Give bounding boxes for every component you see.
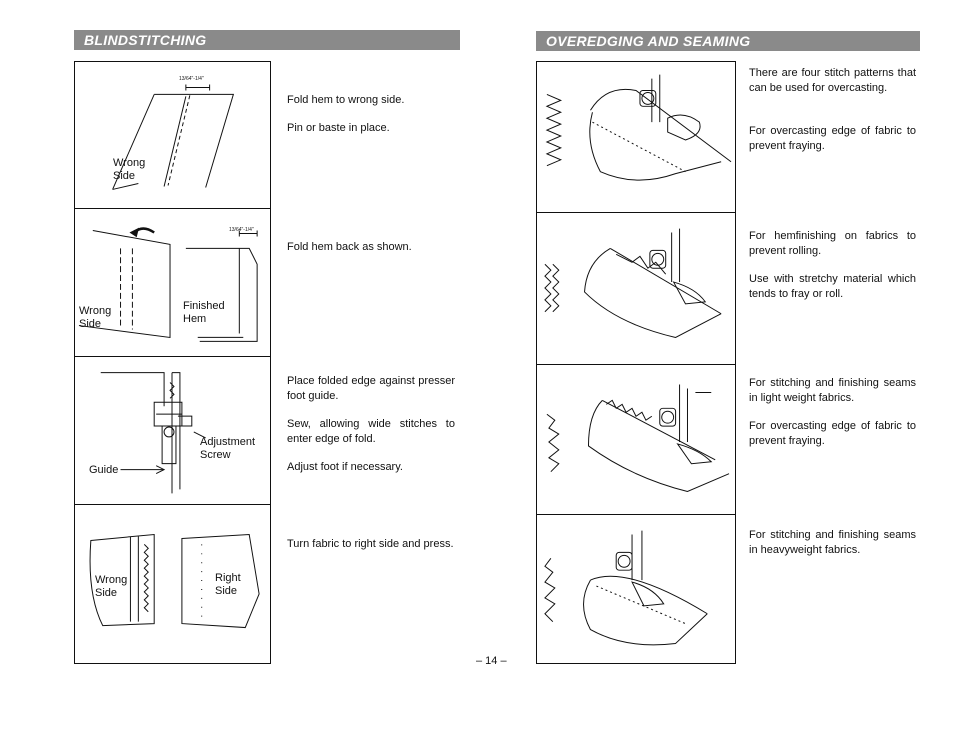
overedging-illustrations: [536, 61, 736, 664]
overedging-step-4-text: For stitching and finishing seams in hea…: [749, 528, 916, 571]
illustration-fold-hem: 13/64"-1/4" Wrong Side: [75, 62, 270, 209]
instruction: For stitching and finishing seams in hea…: [749, 529, 916, 556]
illustration-presser-foot: Adjustment Screw Guide: [75, 356, 270, 505]
illustration-overcast-1: [537, 62, 735, 213]
measure-label: 13/64"-1/4": [179, 76, 204, 82]
instruction: Fold hem to wrong side.: [287, 94, 405, 106]
illustration-overcast-2: [537, 212, 735, 365]
blindstitching-illustrations: 13/64"-1/4" Wrong Side 13/64"-1/4" Wrong…: [74, 61, 271, 664]
instruction: Place folded edge against presser foot g…: [287, 375, 455, 402]
finished-hem-label: Finished Hem: [183, 300, 225, 325]
overedging-step-2-text: For hemfinishing on fabrics to prevent r…: [749, 229, 916, 315]
instruction: There are four stitch patterns that can …: [749, 67, 916, 94]
guide-label: Guide: [89, 464, 119, 476]
instruction: For hemfinishing on fabrics to prevent r…: [749, 230, 916, 257]
right-side-label: Right Side: [215, 572, 241, 597]
instruction: Adjust foot if necessary.: [287, 461, 403, 473]
wrong-side-label: Wrong Side: [79, 305, 112, 330]
blindstitching-heading: BLINDSTITCHING: [74, 30, 460, 50]
instruction: For overcasting edge of fabric to preven…: [749, 125, 916, 152]
adjustment-screw-label: Adjustment Screw: [200, 436, 256, 461]
blindstitching-step-2-text: Fold hem back as shown.: [287, 240, 457, 268]
instruction: Turn fabric to right side and press.: [287, 538, 454, 550]
blindstitching-step-4-text: Turn fabric to right side and press.: [287, 537, 455, 565]
overedging-step-1-text: There are four stitch patterns that can …: [749, 66, 916, 167]
illustration-finished-hem: Wrong Side Right Side: [75, 504, 270, 664]
illustration-overcast-4: [537, 514, 735, 664]
instruction: Sew, allowing wide stitches to enter edg…: [287, 418, 455, 445]
illustration-overcast-3: [537, 364, 735, 515]
wrong-side-label: Wrong Side: [95, 574, 128, 599]
overedging-step-3-text: For stitching and finishing seams in lig…: [749, 376, 916, 462]
instruction: Fold hem back as shown.: [287, 241, 412, 253]
page-number: – 14 –: [476, 655, 507, 667]
measure-label: 13/64"-1/4": [229, 227, 254, 233]
instruction: For overcasting edge of fabric to preven…: [749, 420, 916, 447]
illustration-fold-back: 13/64"-1/4" Wrong Side Finished Hem: [75, 208, 270, 357]
instruction: Pin or baste in place.: [287, 122, 390, 134]
instruction: Use with stretchy material which tends t…: [749, 273, 916, 300]
instruction: For stitching and finishing seams in lig…: [749, 377, 916, 404]
blindstitching-step-3-text: Place folded edge against presser foot g…: [287, 374, 455, 488]
blindstitching-step-1-text: Fold hem to wrong side. Pin or baste in …: [287, 93, 457, 149]
wrong-side-label: Wrong Side: [113, 157, 146, 182]
overedging-heading: OVEREDGING AND SEAMING: [536, 31, 920, 51]
